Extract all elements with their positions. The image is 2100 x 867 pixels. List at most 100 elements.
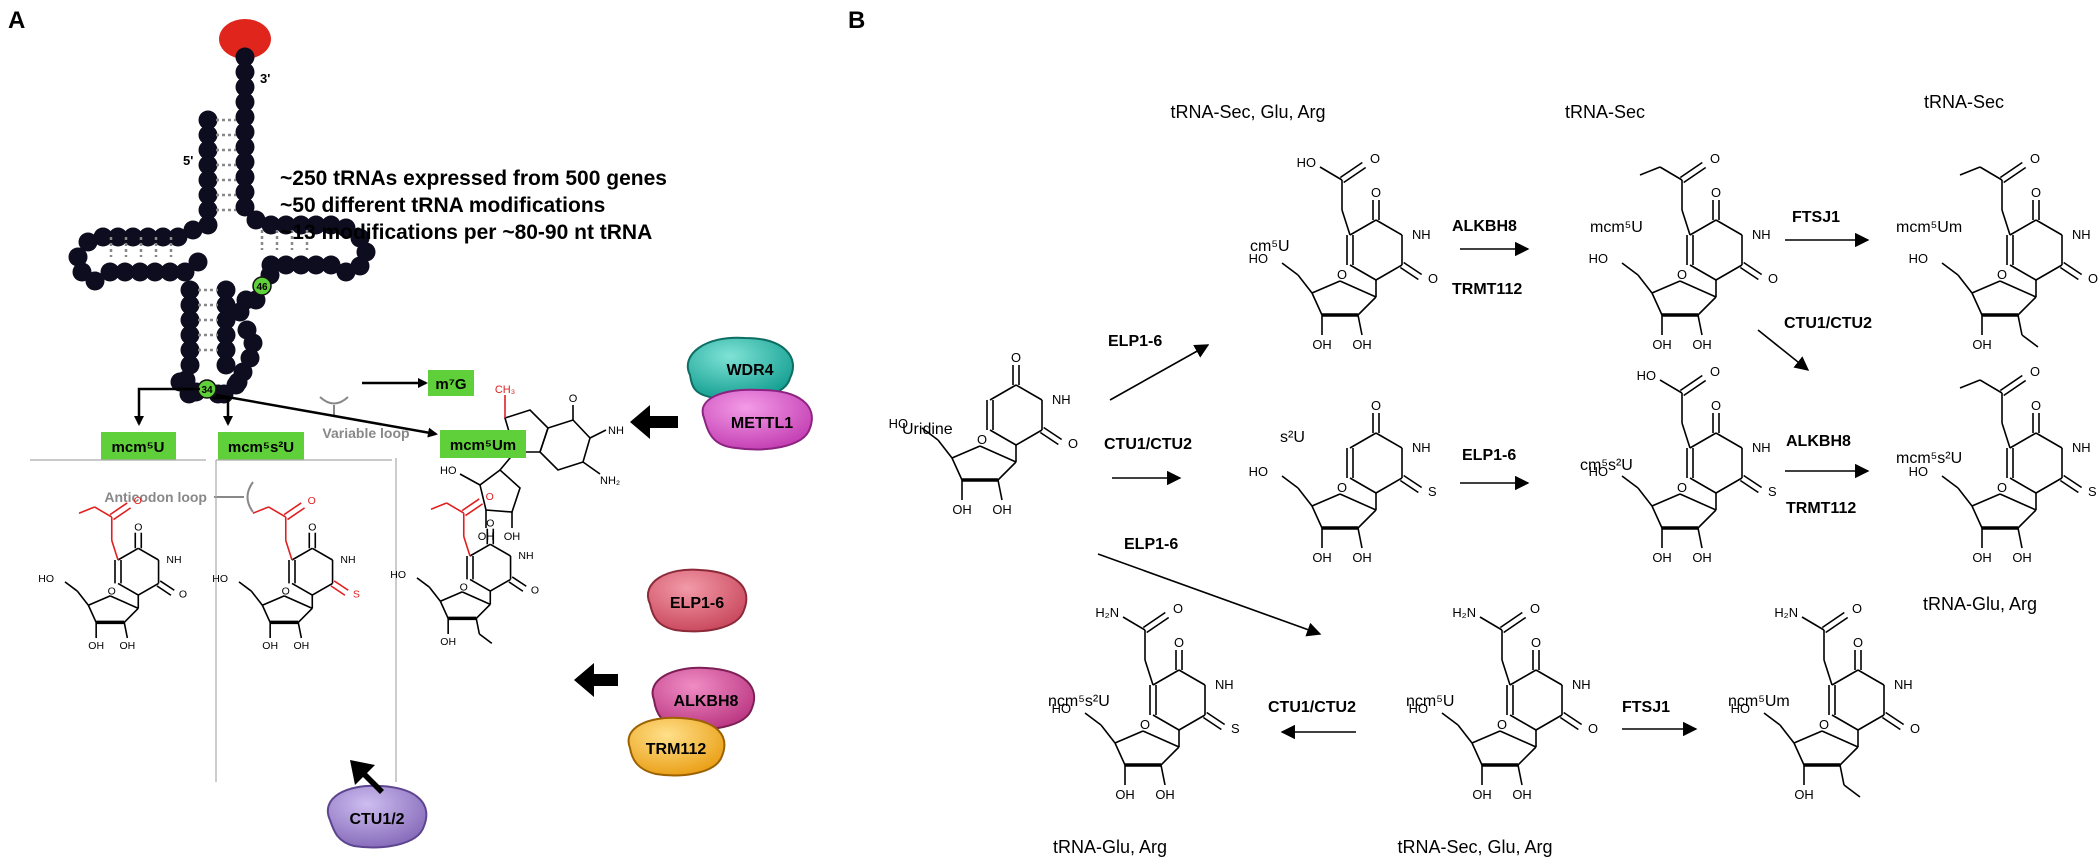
nucleotide <box>336 262 356 282</box>
atom-label: O <box>179 588 187 600</box>
atom-label: O <box>1531 635 1541 650</box>
atom-label: O <box>282 585 290 597</box>
bond <box>1297 274 1313 294</box>
m7g-box-label: m⁷G <box>435 376 466 393</box>
nucleotide <box>291 215 311 235</box>
bond <box>1152 714 1180 731</box>
nucleotide <box>336 218 356 238</box>
bond <box>478 633 493 644</box>
bond <box>475 603 491 619</box>
bond <box>1971 493 2001 507</box>
bond <box>283 595 313 610</box>
nucleotide <box>235 167 255 187</box>
atom-label: NH <box>1052 392 1071 407</box>
bond <box>1697 527 1703 549</box>
atom-label: S <box>2088 484 2097 499</box>
atom-label: O <box>1497 717 1507 732</box>
atom-label: O <box>1997 480 2007 495</box>
bond <box>1509 714 1537 731</box>
bond <box>2059 266 2079 281</box>
uridine-label: Uridine <box>902 421 953 438</box>
bond <box>2059 479 2079 494</box>
atom-label: HO <box>390 569 406 581</box>
bond <box>1319 166 1343 181</box>
bond <box>1857 714 1885 731</box>
trna-stat-line: ~50 different tRNA modifications <box>280 194 605 217</box>
arrow-icon <box>134 387 200 426</box>
atom-label: HO <box>1637 368 1656 383</box>
nucleotide <box>291 255 311 275</box>
atom-label: O <box>1853 635 1863 650</box>
bond <box>464 503 484 517</box>
mcm5s2u-label: mcm⁵s²U <box>228 439 294 456</box>
bond <box>2063 474 2083 489</box>
bond <box>262 595 285 606</box>
atom-label: OH <box>1794 787 1813 802</box>
bond <box>1142 730 1180 748</box>
bond <box>979 445 1017 463</box>
atom-label: O <box>1173 601 1183 616</box>
bond <box>261 604 271 623</box>
bond <box>1349 477 1377 494</box>
bond <box>462 536 471 557</box>
bond <box>461 498 480 512</box>
atom-label: NH <box>2072 440 2091 455</box>
bond <box>430 502 447 510</box>
atom-label: S <box>353 588 360 600</box>
nucleotide <box>180 340 200 360</box>
nucleotide <box>240 348 260 368</box>
nucleotide <box>198 215 218 235</box>
mcm5um-label: mcm⁵Um <box>450 437 516 454</box>
atom-label: O <box>1371 398 1381 413</box>
bond <box>87 604 97 623</box>
bond <box>1659 379 1683 394</box>
bond <box>284 540 293 561</box>
atom-label: O <box>2031 398 2041 413</box>
bond <box>2021 334 2039 348</box>
atom-label: O <box>1710 364 1720 379</box>
bond <box>2009 432 2037 449</box>
atom-label: HO <box>1052 701 1071 716</box>
mcm5s2u-box <box>218 432 304 460</box>
nucleotide <box>216 310 236 330</box>
bond <box>1100 724 1116 744</box>
bond <box>137 582 159 596</box>
bond <box>1535 669 1563 686</box>
atom-label: OH <box>1352 550 1371 565</box>
atom-label: O <box>108 585 116 597</box>
bond <box>1015 384 1043 401</box>
nucleotide <box>216 340 236 360</box>
elp-b-label: ELP1-6 <box>1124 536 1178 553</box>
bond <box>1637 487 1653 507</box>
bond <box>1999 374 2023 392</box>
atom-label: OH <box>88 640 104 652</box>
bond <box>1339 161 1363 179</box>
bond <box>1831 669 1859 686</box>
bond <box>1202 716 1222 731</box>
mcm5um-b-label: mcm⁵Um <box>1896 219 1962 236</box>
bond <box>1839 746 1859 766</box>
bond <box>2009 477 2037 494</box>
nucleotide <box>180 295 200 315</box>
bond <box>1651 280 1681 294</box>
bond <box>2009 219 2037 236</box>
bond <box>489 578 511 592</box>
arrow-icon <box>212 396 233 426</box>
bond <box>1311 280 1341 294</box>
nucleotide <box>160 262 180 282</box>
arrow-icon <box>1109 344 1210 401</box>
nucleotide <box>246 210 266 230</box>
bond <box>951 445 981 459</box>
bond <box>1144 659 1154 686</box>
atom-label: S <box>1231 721 1240 736</box>
mettl1-label: METTL1 <box>731 415 793 432</box>
atom-label: HO <box>889 416 908 431</box>
mcm5u-box <box>101 432 176 460</box>
atom-label: H₂N <box>1774 605 1798 620</box>
atom-label: NH <box>1752 227 1771 242</box>
bond <box>1959 166 1981 176</box>
bond <box>1679 493 1717 511</box>
nucleotide <box>198 140 218 160</box>
bond <box>1793 742 1805 766</box>
bond <box>1697 509 1717 529</box>
